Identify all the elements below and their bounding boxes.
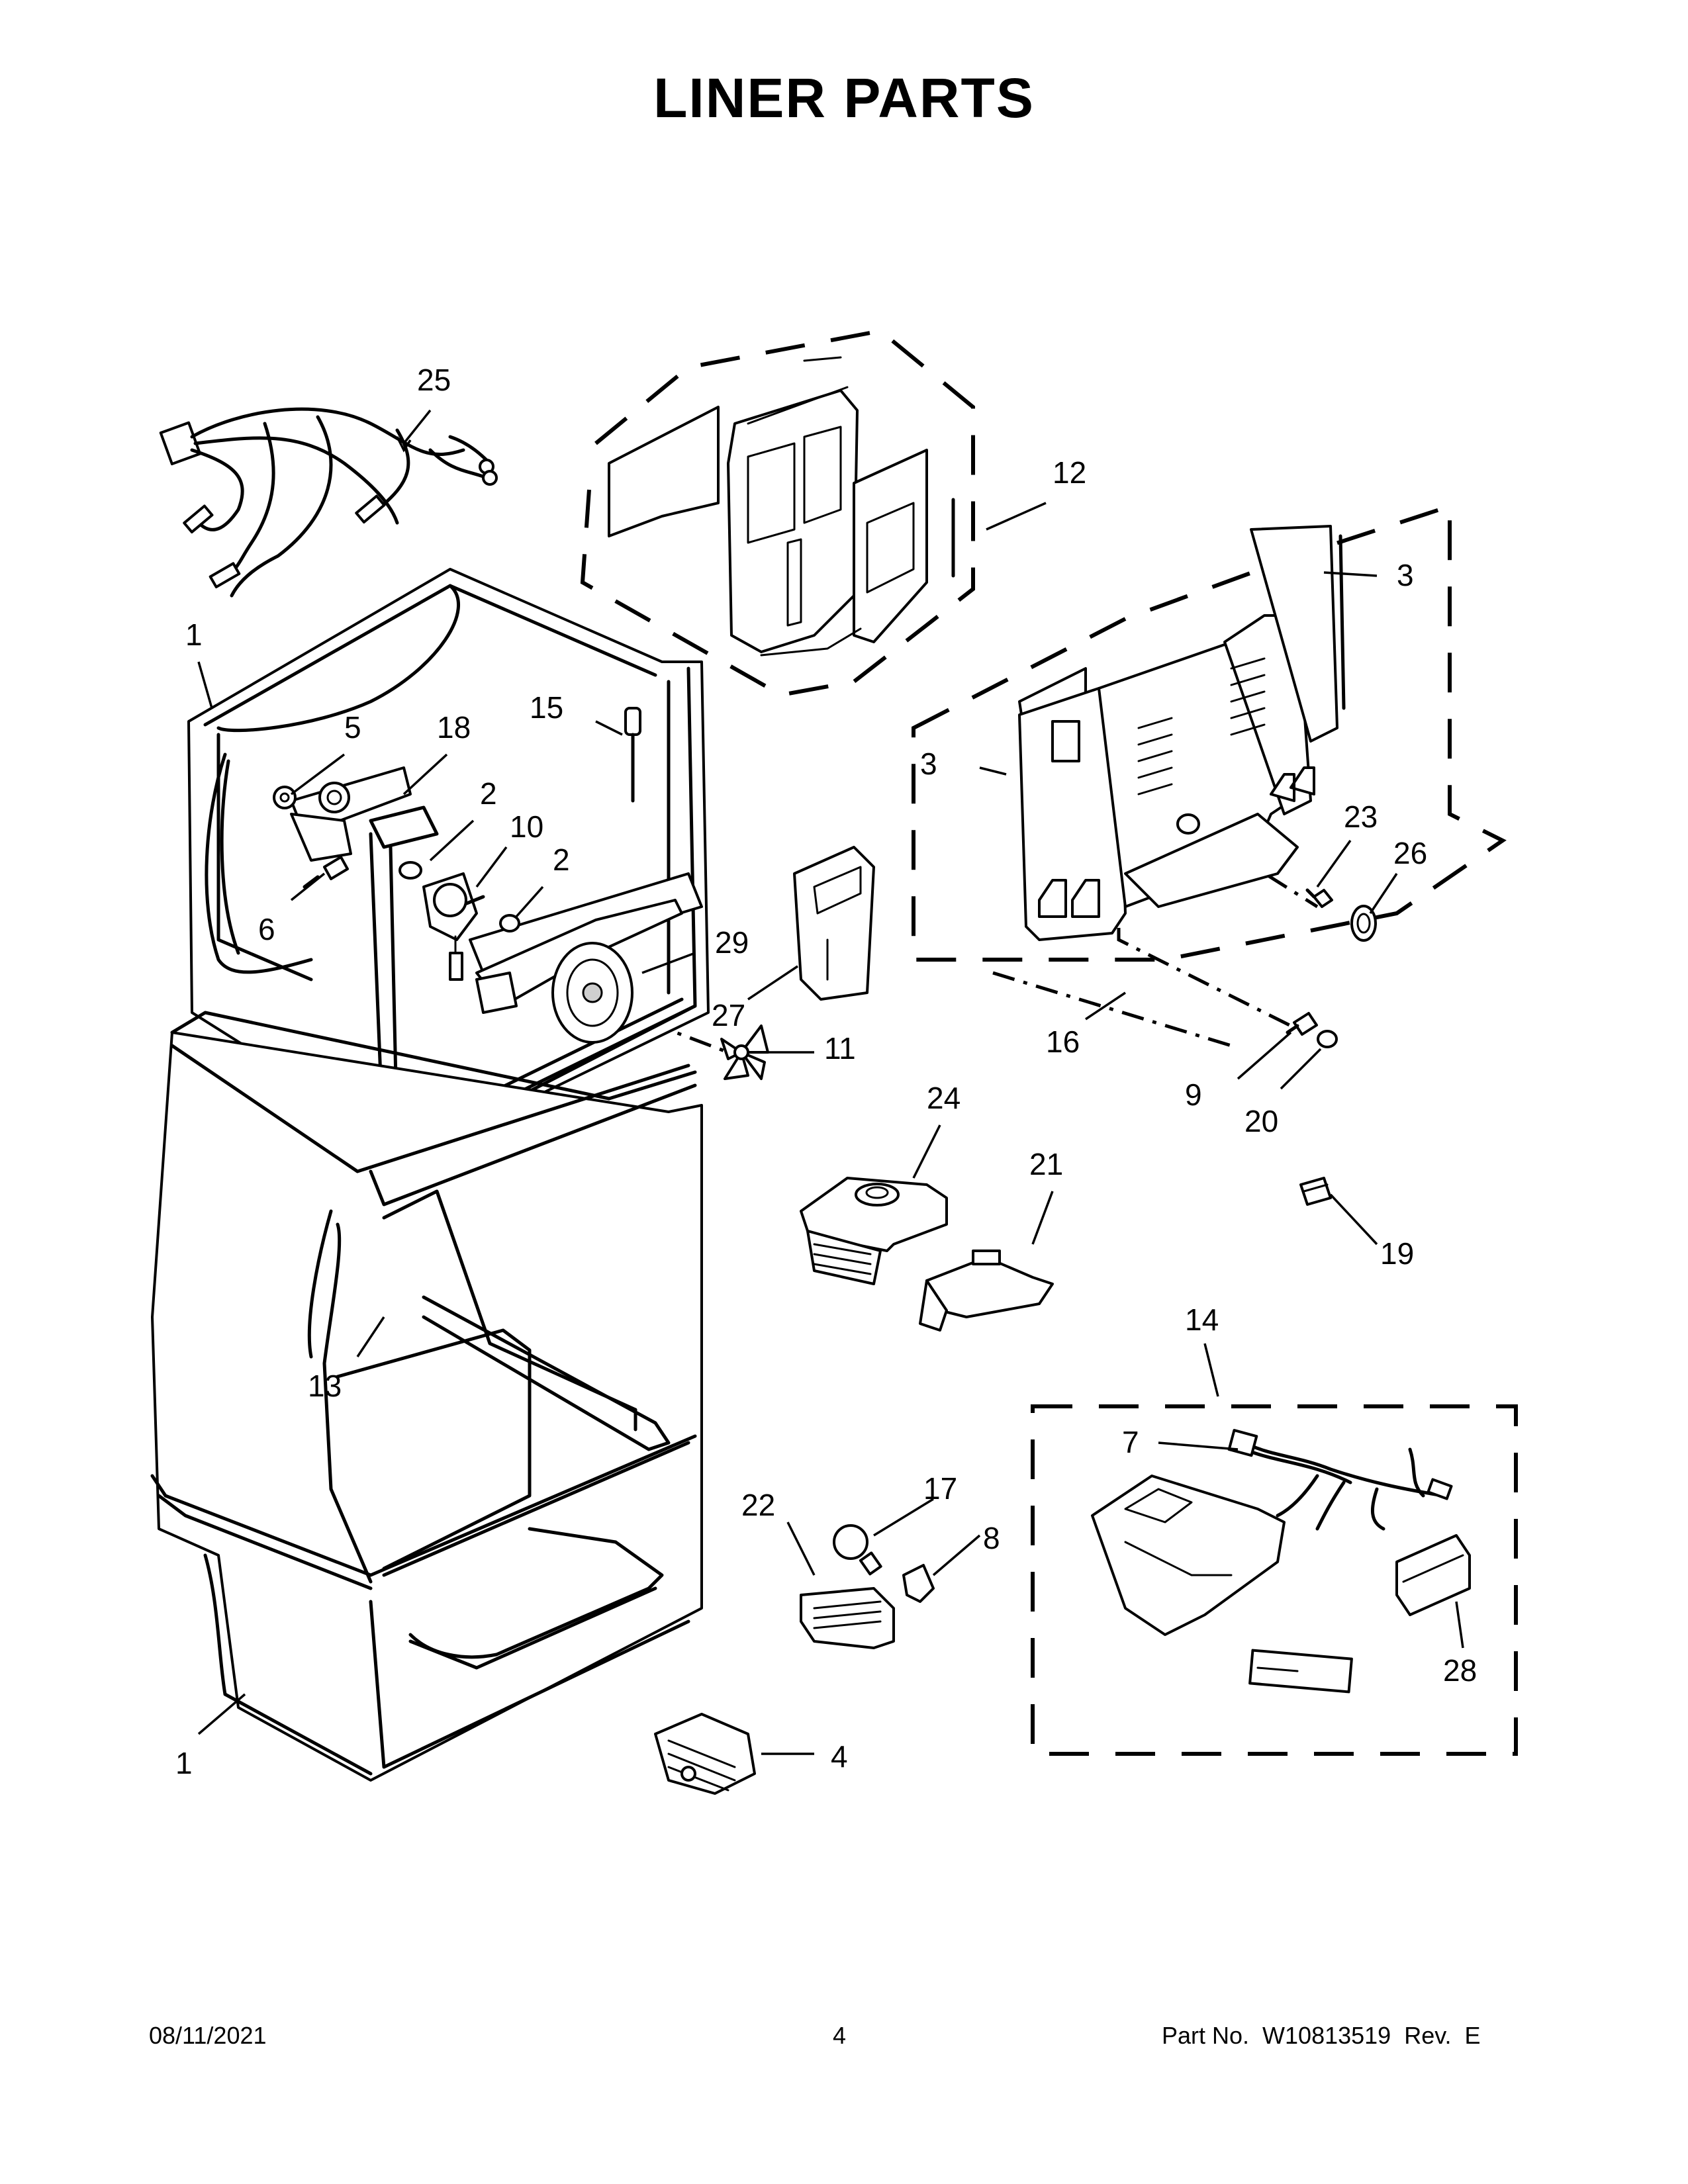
screw-9: [1286, 1012, 1318, 1036]
callout-22: 22: [741, 1488, 775, 1522]
evaporator-cover-12: [608, 356, 955, 657]
callout-14: 14: [1185, 1302, 1219, 1337]
callout-20: 20: [1244, 1104, 1278, 1138]
callout-27: 27: [712, 998, 745, 1032]
callout-6: 6: [258, 912, 275, 946]
callout-18: 18: [437, 710, 471, 745]
air-diffuser-27: [793, 846, 875, 1001]
callout-17: 17: [923, 1471, 957, 1506]
callout-28: 28: [1443, 1653, 1477, 1688]
callout-21: 21: [1029, 1147, 1063, 1181]
callout-7: 7: [1122, 1425, 1139, 1459]
control-module-7: [1091, 1429, 1453, 1694]
callout-3: 3: [920, 747, 937, 781]
callout-1: 1: [175, 1746, 193, 1780]
evaporator-panel-3: [1018, 525, 1346, 941]
callout-13: 13: [308, 1369, 342, 1403]
washer-5: [273, 786, 297, 809]
callout-19: 19: [1380, 1236, 1414, 1271]
callout-15: 15: [530, 690, 563, 725]
light-bulb-17: [833, 1524, 882, 1576]
bracket-21: [919, 1250, 1054, 1332]
damper-4: [654, 1713, 756, 1795]
group-14-outline: [1031, 1404, 1518, 1756]
lamp-cover-22: [800, 1587, 895, 1649]
callout-labels: 25 12 3 3 1 5 18 15 2 10 2 6 29 27 11 23…: [175, 363, 1477, 1780]
callout-1: 1: [185, 617, 203, 652]
callout-5: 5: [344, 710, 361, 745]
callout-10: 10: [510, 809, 543, 844]
fan-motor-10: [422, 872, 485, 981]
wiring-harness-25: [159, 407, 498, 598]
footer-page-number: 4: [833, 2022, 847, 2049]
callout-16: 16: [1046, 1024, 1080, 1059]
thermostat-bracket-18: [290, 766, 412, 862]
control-board-28: [1395, 1534, 1471, 1616]
page-title: LINER PARTS: [653, 67, 1035, 129]
callout-3: 3: [1397, 558, 1414, 592]
fan-blade-11: [720, 1024, 769, 1080]
group-12-outline: [580, 328, 975, 698]
callout-12: 12: [1053, 455, 1086, 490]
leader-lines: [197, 409, 1464, 1755]
callout-29: 29: [715, 925, 749, 960]
cap-26: [1350, 905, 1377, 942]
switch-19: [1299, 1177, 1332, 1206]
fan-shroud-29: [475, 899, 683, 1044]
refrigerator-liner-1: [150, 1011, 703, 1782]
callout-24: 24: [927, 1081, 961, 1115]
callout-25: 25: [417, 363, 451, 397]
plug-20: [1317, 1030, 1338, 1048]
control-housing-24: [800, 1177, 948, 1285]
lamp-socket-8: [902, 1564, 935, 1603]
callout-11: 11: [824, 1031, 856, 1066]
callout-2: 2: [480, 776, 497, 811]
screw-23: [1305, 888, 1333, 908]
footer-date: 08/11/2021: [149, 2022, 267, 2049]
callout-9: 9: [1185, 1077, 1202, 1112]
footer-part-number: Part No. W10813519 Rev. E: [1162, 2022, 1481, 2049]
callout-2: 2: [553, 842, 570, 877]
thermistor-15: [624, 707, 641, 803]
callout-26: 26: [1393, 836, 1427, 870]
screw-6: [303, 856, 349, 889]
callout-4: 4: [831, 1739, 848, 1774]
callout-23: 23: [1344, 799, 1378, 834]
callout-8: 8: [983, 1521, 1000, 1555]
grommet-2b: [499, 914, 520, 933]
grommet-2a: [399, 861, 422, 880]
